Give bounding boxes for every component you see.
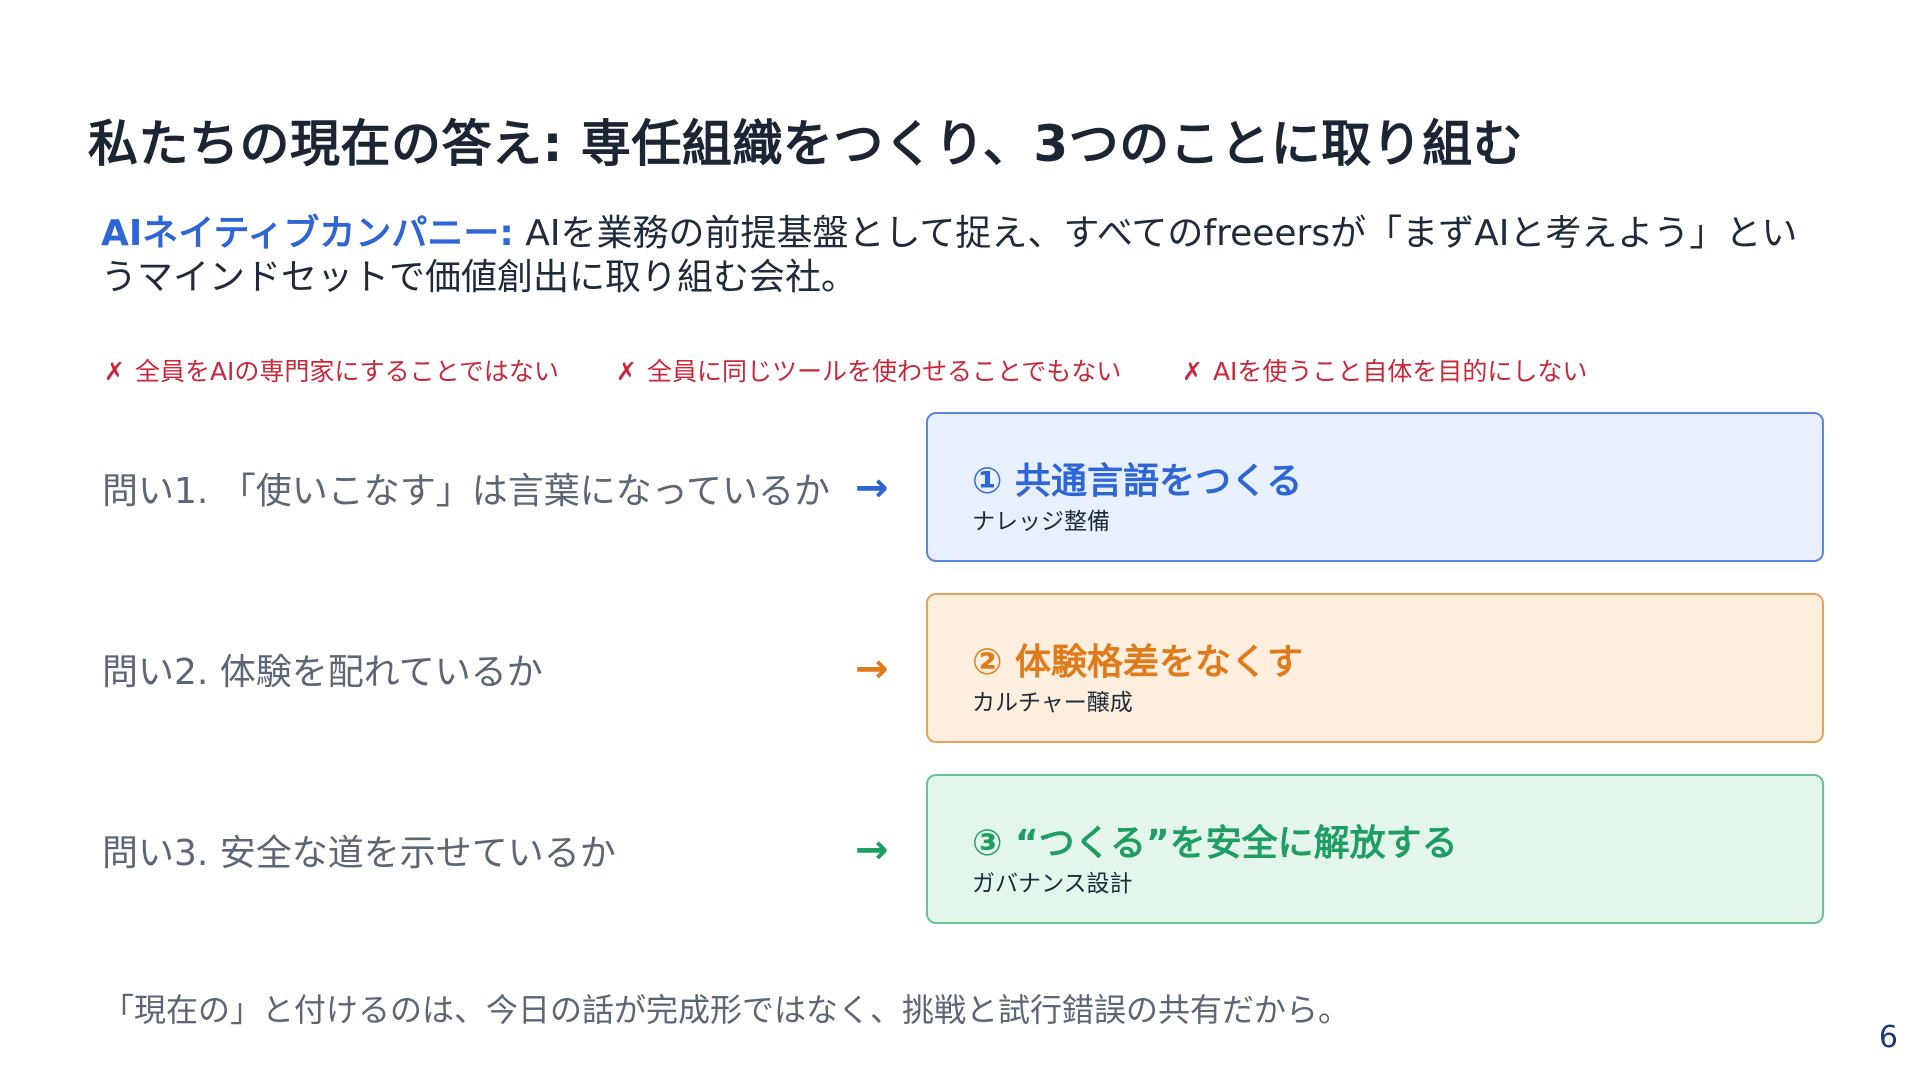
question-text: 問い3. 安全な道を示せているか <box>102 833 616 874</box>
answer-card-3: ③ “つくる”を安全に解放する ガバナンス設計 <box>926 774 1824 924</box>
answer-card-subtitle: ナレッジ整備 <box>972 509 1110 535</box>
answer-card-subtitle: カルチャー醸成 <box>972 690 1133 716</box>
footer-note: 「現在の」と付けるのは、今日の話が完成形ではなく、挑戦と試行錯誤の共有だから。 <box>102 991 1351 1029</box>
slide-title: 私たちの現在の答え: 専任組織をつくり、3つのことに取り組む <box>88 115 1524 173</box>
question-text: 問い2. 体験を配れているか <box>102 652 543 693</box>
definition-term: AIネイティブカンパニー: <box>101 213 514 254</box>
not-item-text: 全員をAIの専門家にすることではない <box>134 357 559 386</box>
cross-icon: ✗ <box>616 357 637 386</box>
answer-card-title: ① 共通言語をつくる <box>972 461 1303 502</box>
answer-card-title: ③ “つくる”を安全に解放する <box>972 823 1458 864</box>
answer-card-2: ② 体験格差をなくす カルチャー醸成 <box>926 593 1824 743</box>
not-item: ✗ 全員をAIの専門家にすることではない <box>104 352 559 388</box>
arrow-right-icon: → <box>855 827 889 873</box>
not-item-text: 全員に同じツールを使わせることでもない <box>646 357 1122 386</box>
question-text: 問い1. 「使いこなす」は言葉になっているか <box>102 471 830 512</box>
not-item-text: AIを使うこと自体を目的にしない <box>1212 357 1588 386</box>
cross-icon: ✗ <box>1182 357 1203 386</box>
page-number: 6 <box>1878 1020 1898 1055</box>
question-row-1: 問い1. 「使いこなす」は言葉になっているか → ① 共通言語をつくる ナレッジ… <box>0 412 1920 564</box>
answer-card-subtitle: ガバナンス設計 <box>972 871 1133 897</box>
arrow-right-icon: → <box>855 646 889 692</box>
not-item: ✗ AIを使うこと自体を目的にしない <box>1182 352 1587 388</box>
definition-body: AIを業務の前提基盤として捉え、すべてのfreeersが「まずAIと考えよう」と… <box>101 213 1798 298</box>
cross-icon: ✗ <box>104 357 125 386</box>
question-row-3: 問い3. 安全な道を示せているか → ③ “つくる”を安全に解放する ガバナンス… <box>0 774 1920 926</box>
question-row-2: 問い2. 体験を配れているか → ② 体験格差をなくす カルチャー醸成 <box>0 593 1920 745</box>
answer-card-title: ② 体験格差をなくす <box>972 642 1304 683</box>
arrow-right-icon: → <box>855 465 889 511</box>
answer-card-1: ① 共通言語をつくる ナレッジ整備 <box>926 412 1824 562</box>
definition-text: AIネイティブカンパニー: AIを業務の前提基盤として捉え、すべてのfreeer… <box>101 212 1821 300</box>
not-item: ✗ 全員に同じツールを使わせることでもない <box>616 352 1121 388</box>
